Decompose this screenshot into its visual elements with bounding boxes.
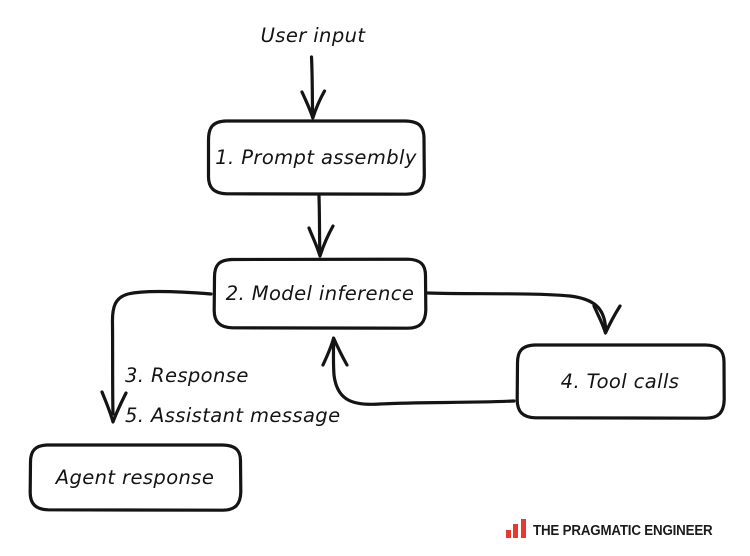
edge-model-inference-to-tool-calls [426,291,622,335]
edge-user-input-to-prompt-assembly [300,55,327,120]
edge-tool-calls-to-model-inference [321,336,516,406]
node-shape [206,119,426,196]
bar-chart-icon-bar-1 [505,530,511,538]
arrow-head-icon [300,89,327,120]
brand-logo: THE PRAGMATIC ENGINEER [505,519,728,539]
node-label-agent-response: Agent response [54,466,215,489]
bar-chart-icon-bar-2 [513,524,519,538]
node-model-inference[interactable]: 2. Model inference [212,257,428,330]
node-shape [515,343,726,420]
arrow-head-icon [321,336,349,367]
node-tool-calls[interactable]: 4. Tool calls [515,343,726,420]
edge-line [317,194,322,254]
edge-prompt-assembly-to-model-inference [307,194,335,258]
node-label-model-inference: 2. Model inference [226,282,414,305]
arrow-head-icon [307,224,335,258]
node-agent-response[interactable]: Agent response [28,443,243,512]
label-response: 3. Response [125,364,249,387]
node-label-tool-calls: 4. Tool calls [561,370,680,393]
edge-line [331,342,516,406]
node-prompt-assembly[interactable]: 1. Prompt assembly [206,119,426,196]
label-assistant-message: 5. Assistant message [125,404,340,427]
edge-line [110,289,213,416]
edge-line [426,291,608,329]
node-shape [212,257,428,330]
bar-chart-icon-bar-3 [520,519,526,538]
node-shape [28,443,243,512]
edge-line [309,55,315,115]
node-label-prompt-assembly: 1. Prompt assembly [215,146,417,169]
arrow-head-icon [592,304,622,335]
bar-chart-icon [505,519,526,538]
label-user-input: User input [261,24,367,47]
arrow-head-icon [100,390,128,424]
brand-name: THE PRAGMATIC ENGINEER [532,522,713,539]
edge-model-inference-to-agent-response [100,289,213,424]
